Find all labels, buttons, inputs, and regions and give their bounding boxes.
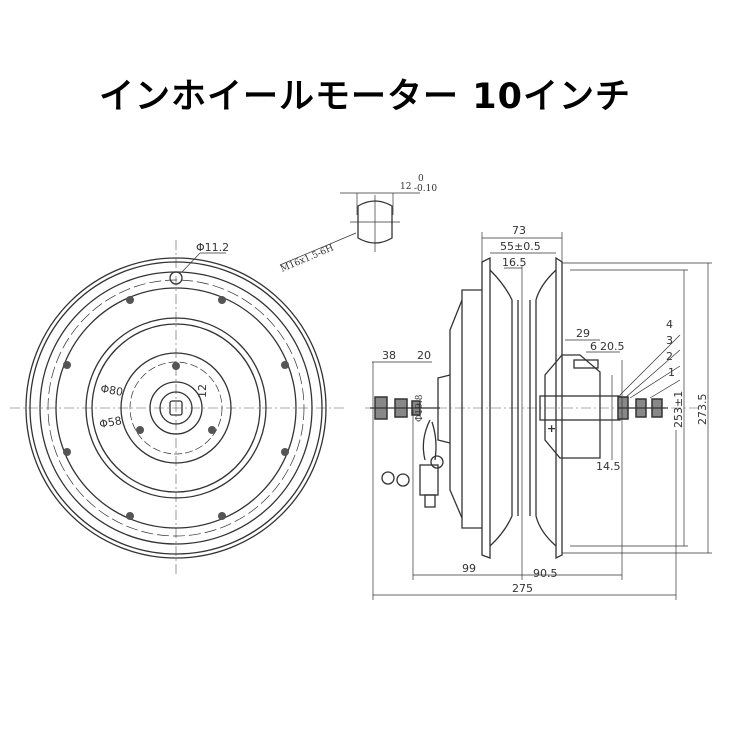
dim-cable-offset: 20	[417, 349, 431, 362]
dim-cable-len: 38	[382, 349, 396, 362]
part-label-3: 3	[666, 334, 673, 347]
label-tol-upper: 0	[418, 174, 424, 184]
page-title: インホイールモーター 10インチ	[99, 77, 631, 117]
dim-left-len: 99	[462, 562, 476, 575]
part-label-4: 4	[666, 318, 673, 331]
dim-shaft-dia: Φ19.8	[415, 394, 425, 422]
dim-rim-width: 55±0.5	[500, 240, 541, 253]
shaft-section: 12 0 -0.10 M16x1.5-6H	[279, 174, 437, 275]
label-thread: M16x1.5-6H	[279, 243, 335, 274]
label-hub-diameter: Φ80	[99, 382, 124, 399]
part-label-1: 1	[668, 366, 675, 379]
label-tol-lower: -0.10	[414, 184, 437, 194]
dim-outer-diameter: 273.5	[696, 394, 709, 426]
svg-text:+: +	[547, 422, 556, 435]
dim-hub-depth: 29	[576, 327, 590, 340]
dim-width-total: 73	[512, 224, 526, 237]
dim-axle-total: 275	[512, 582, 533, 595]
part-label-2: 2	[666, 350, 673, 363]
dim-spacer: 6	[590, 340, 597, 353]
label-flat: 12	[196, 384, 209, 398]
dim-right-len: 90.5	[533, 567, 558, 580]
label-bolt-hole: Φ11.2	[196, 241, 229, 254]
dim-rim-diameter: 253±1	[672, 391, 685, 428]
side-view: + 73 55±0.5 16.5 38	[365, 224, 712, 600]
front-view: Φ11.2 Φ80 Φ58 12	[10, 240, 345, 575]
valve-hole	[169, 271, 183, 285]
label-inner-diameter: Φ58	[98, 414, 123, 431]
dim-axle-ext: 20.5	[600, 340, 625, 353]
dim-groove: 16.5	[502, 256, 527, 269]
dim-bearing: 14.5	[596, 460, 621, 473]
label-shaft-width: 12	[400, 182, 411, 192]
